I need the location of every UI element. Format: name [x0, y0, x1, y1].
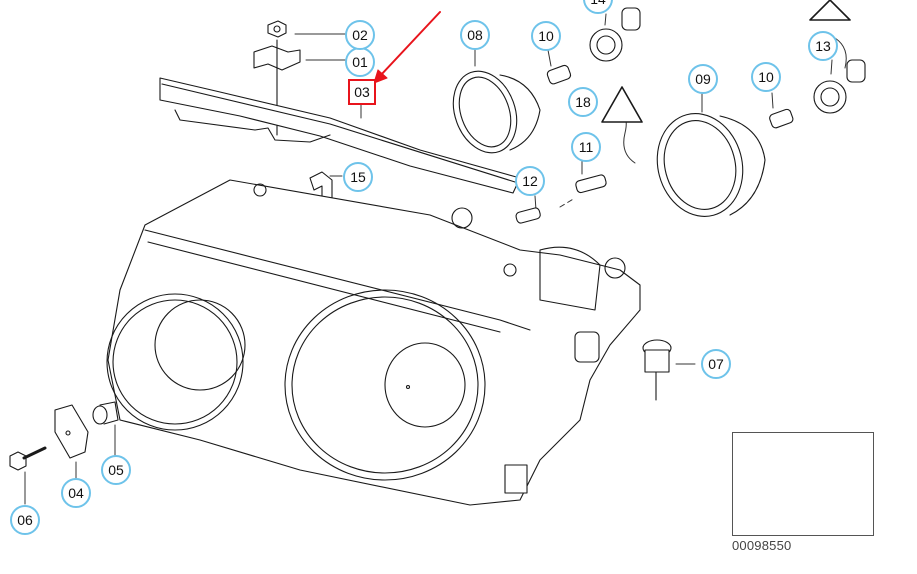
- callout-03-selected[interactable]: 03: [348, 78, 376, 108]
- callout-label: 04: [68, 485, 84, 501]
- callout-label: 08: [467, 27, 483, 43]
- part-11-bulb-holder: [575, 174, 607, 194]
- callout-02[interactable]: 02: [345, 20, 375, 50]
- callout-04[interactable]: 04: [61, 478, 91, 508]
- part-04-clip: [54, 404, 89, 459]
- part-10-bulb-right: [769, 108, 794, 129]
- callout-07[interactable]: 07: [701, 349, 731, 379]
- callout-label: 10: [538, 28, 554, 44]
- callout-label: 18: [575, 94, 591, 110]
- callout-label: 13: [815, 38, 831, 54]
- callout-label: 01: [352, 54, 368, 70]
- callout-label: 09: [695, 71, 711, 87]
- part-18-warning-label: [601, 0, 851, 123]
- callout-01[interactable]: 01: [345, 47, 375, 77]
- callout-label: 15: [350, 169, 366, 185]
- part-14-socket: [589, 7, 641, 62]
- callout-12[interactable]: 12: [515, 166, 545, 196]
- part-09-boot: [656, 113, 766, 217]
- part-07-adjuster: [642, 339, 672, 401]
- vehicle-thumbnail: [732, 432, 874, 536]
- selection-arrow: [373, 11, 441, 84]
- part-13-socket: [813, 59, 866, 114]
- part-03-seal-strip: [159, 77, 521, 194]
- callout-label: 05: [108, 462, 124, 478]
- callout-08[interactable]: 08: [460, 20, 490, 50]
- callout-10-left[interactable]: 10: [531, 21, 561, 51]
- callout-label: 10: [758, 69, 774, 85]
- callout-13[interactable]: 13: [808, 31, 838, 61]
- callout-18[interactable]: 18: [568, 87, 598, 117]
- part-12-small-bulb: [515, 207, 541, 224]
- callout-10-right[interactable]: 10: [751, 62, 781, 92]
- callout-label: 14: [590, 0, 606, 7]
- callout-label: 02: [352, 27, 368, 43]
- headlight-housing: [106, 179, 641, 506]
- part-05-grommet: [92, 401, 119, 425]
- callout-label: 06: [17, 512, 33, 528]
- callout-11[interactable]: 11: [571, 132, 601, 162]
- callout-label: 11: [578, 139, 594, 155]
- callout-15[interactable]: 15: [343, 162, 373, 192]
- part-08-boot: [452, 70, 541, 154]
- callout-06[interactable]: 06: [10, 505, 40, 535]
- callout-label: 07: [708, 356, 724, 372]
- part-06-screw: [9, 446, 47, 471]
- callout-label: 12: [522, 173, 538, 189]
- callout-05[interactable]: 05: [101, 455, 131, 485]
- callout-09[interactable]: 09: [688, 64, 718, 94]
- diagram-id: 00098550: [732, 538, 792, 553]
- callout-label: 03: [354, 84, 370, 100]
- part-10-bulb-left: [546, 64, 572, 85]
- part-02-nut: [267, 20, 287, 38]
